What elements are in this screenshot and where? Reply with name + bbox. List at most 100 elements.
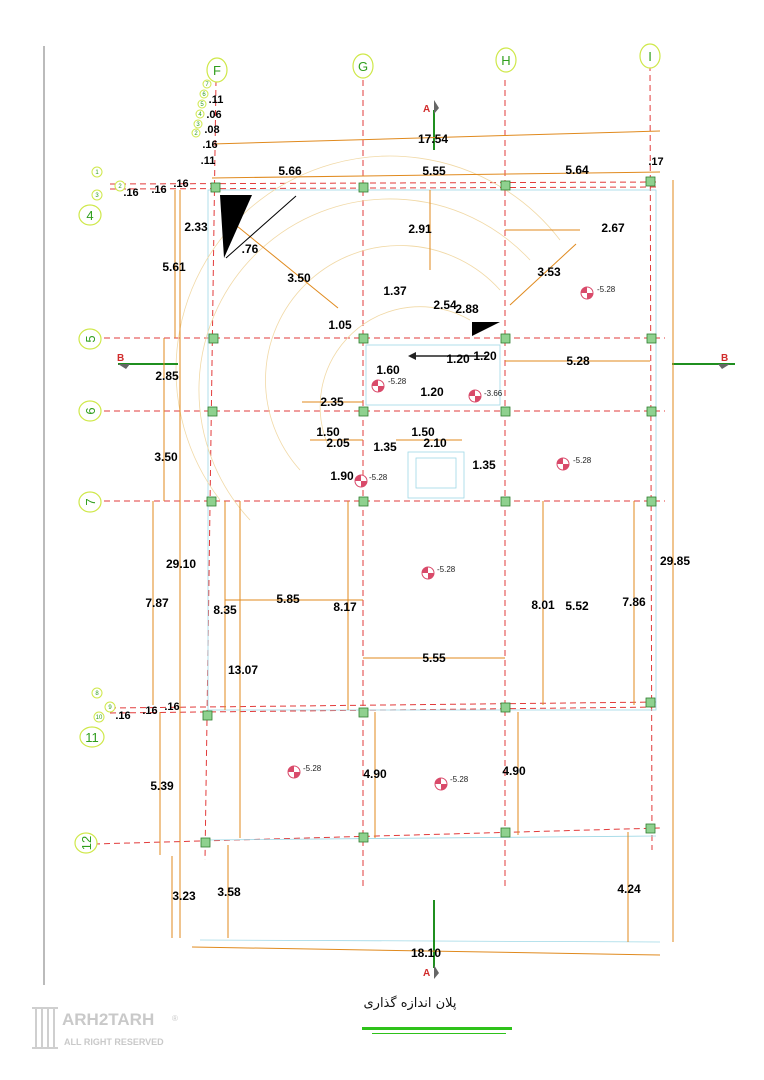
dim-label: 18.10 xyxy=(411,946,441,960)
horizontal-axis-lines xyxy=(93,181,665,845)
columns xyxy=(200,176,657,848)
dim-label: 29.85 xyxy=(660,554,690,568)
svg-text:-5.28: -5.28 xyxy=(573,456,592,465)
grid-bubble-7: 7 xyxy=(78,491,102,513)
section-label-b-right: B xyxy=(721,353,728,364)
section-label-a-top: A xyxy=(423,104,430,115)
dim-label: 2.35 xyxy=(320,395,344,409)
level-marker-7: -5.28 xyxy=(287,764,322,779)
dim-label: 4.24 xyxy=(617,882,641,896)
dim-label: 2.05 xyxy=(326,436,350,450)
small-axis-tags: 1 2 3 8 9 10 7 6 5 4 3 2 xyxy=(91,79,212,723)
level-marker-5: -5.28 xyxy=(354,473,388,488)
dim-label: 17.54 xyxy=(418,132,448,146)
dim-label: .11 xyxy=(201,155,216,167)
watermark-brand: ARH2TARH xyxy=(62,1010,155,1029)
grid-label-6: 6 xyxy=(83,407,98,414)
dim-label: 5.85 xyxy=(276,592,300,606)
dim-label: 1.20 xyxy=(420,385,444,399)
svg-text:-5.28: -5.28 xyxy=(597,285,616,294)
grid-bubble-h: H xyxy=(495,47,517,73)
dim-label: 3.53 xyxy=(537,265,561,279)
dim-label: 1.20 xyxy=(473,349,497,363)
arrow-head xyxy=(408,352,416,360)
section-label-a-bottom: A xyxy=(423,968,430,979)
level-marker-6: -5.28 xyxy=(421,565,456,580)
dim-label: 2.33 xyxy=(184,220,208,234)
dim-label: 5.64 xyxy=(565,163,589,177)
dim-label: 13.07 xyxy=(228,663,258,677)
level-markers: -5.28 -5.28 -3.66 -5.28 -5.28 -5.28 -5.2… xyxy=(287,285,616,791)
svg-text:9: 9 xyxy=(108,705,112,711)
svg-text:-5.28: -5.28 xyxy=(437,565,456,574)
level-marker-8: -5.28 xyxy=(434,775,469,791)
grid-bubble-i: I xyxy=(639,43,661,69)
drawing-caption: پلان اندازه گذاری xyxy=(363,996,457,1011)
svg-text:6: 6 xyxy=(202,92,206,98)
svg-text:-5.28: -5.28 xyxy=(303,764,322,773)
dimension-lines xyxy=(152,130,674,956)
dim-label: 7.86 xyxy=(622,595,646,609)
dim-label: 8.17 xyxy=(333,600,357,614)
dim-label: .06 xyxy=(206,109,221,121)
dim-label: 5.66 xyxy=(278,164,302,178)
dim-label: .16 xyxy=(151,184,166,196)
dim-label: 3.50 xyxy=(287,271,311,285)
hatch-triangle-2 xyxy=(472,322,500,336)
watermark-subtitle: ALL RIGHT RESERVED xyxy=(64,1037,164,1047)
svg-text:-5.28: -5.28 xyxy=(450,775,469,784)
dim-label: 3.50 xyxy=(154,450,178,464)
level-marker-1: -5.28 xyxy=(580,285,616,300)
dim-label: .17 xyxy=(648,156,663,168)
grid-label-g: G xyxy=(358,59,368,74)
dim-label: 8.35 xyxy=(213,603,237,617)
svg-text:2: 2 xyxy=(118,184,122,190)
dim-label: 5.39 xyxy=(150,779,174,793)
dim-label: .16 xyxy=(202,139,217,151)
svg-text:-5.28: -5.28 xyxy=(369,473,388,482)
hatch-triangle-1 xyxy=(220,195,252,258)
dim-label: 2.85 xyxy=(155,369,179,383)
dim-label: 29.10 xyxy=(166,557,196,571)
grid-label-4: 4 xyxy=(86,208,93,223)
section-line-b xyxy=(118,363,735,369)
dim-label: 1.50 xyxy=(411,425,435,439)
grid-label-12: 12 xyxy=(79,836,94,850)
section-label-b-left: B xyxy=(117,353,124,364)
svg-text:3: 3 xyxy=(196,122,200,128)
dim-label: .11 xyxy=(209,94,224,106)
svg-text:10: 10 xyxy=(96,715,103,721)
dim-label: 2.88 xyxy=(455,302,479,316)
dim-label: 1.90 xyxy=(330,469,354,483)
dim-label: 1.20 xyxy=(446,352,470,366)
grid-bubble-5: 5 xyxy=(78,328,102,350)
dim-label: .16 xyxy=(123,187,138,199)
grid-bubble-6: 6 xyxy=(78,400,102,422)
caption-underline xyxy=(362,1027,512,1030)
plan-outline xyxy=(199,189,661,943)
level-marker-3: -3.66 xyxy=(468,389,503,403)
level-marker-4: -5.28 xyxy=(556,456,592,471)
svg-text:-3.66: -3.66 xyxy=(484,389,503,398)
grid-label-h: H xyxy=(501,53,510,68)
dim-label: .16 xyxy=(115,710,130,722)
caption-underline-thin xyxy=(372,1033,506,1034)
svg-text:3: 3 xyxy=(95,193,99,199)
grid-bubble-12: 12 xyxy=(74,832,98,854)
dim-label: .76 xyxy=(242,242,259,256)
dim-label: 1.37 xyxy=(383,284,407,298)
grid-bubble-11: 11 xyxy=(79,726,105,748)
grid-label-i: I xyxy=(648,49,652,64)
dim-label: 1.60 xyxy=(376,363,400,377)
dim-label: 5.52 xyxy=(565,599,589,613)
svg-text:5: 5 xyxy=(200,102,204,108)
dim-label: 4.90 xyxy=(502,764,526,778)
svg-text:7: 7 xyxy=(205,82,209,88)
svg-text:8: 8 xyxy=(95,691,99,697)
dimension-labels: 17.54 5.66 5.55 5.64 .17 .11 .06 .08 .16… xyxy=(115,94,690,960)
dim-label: 1.05 xyxy=(328,318,352,332)
dim-label: 8.01 xyxy=(531,598,555,612)
watermark-logo xyxy=(32,1007,58,1049)
dim-label: 2.54 xyxy=(433,298,457,312)
